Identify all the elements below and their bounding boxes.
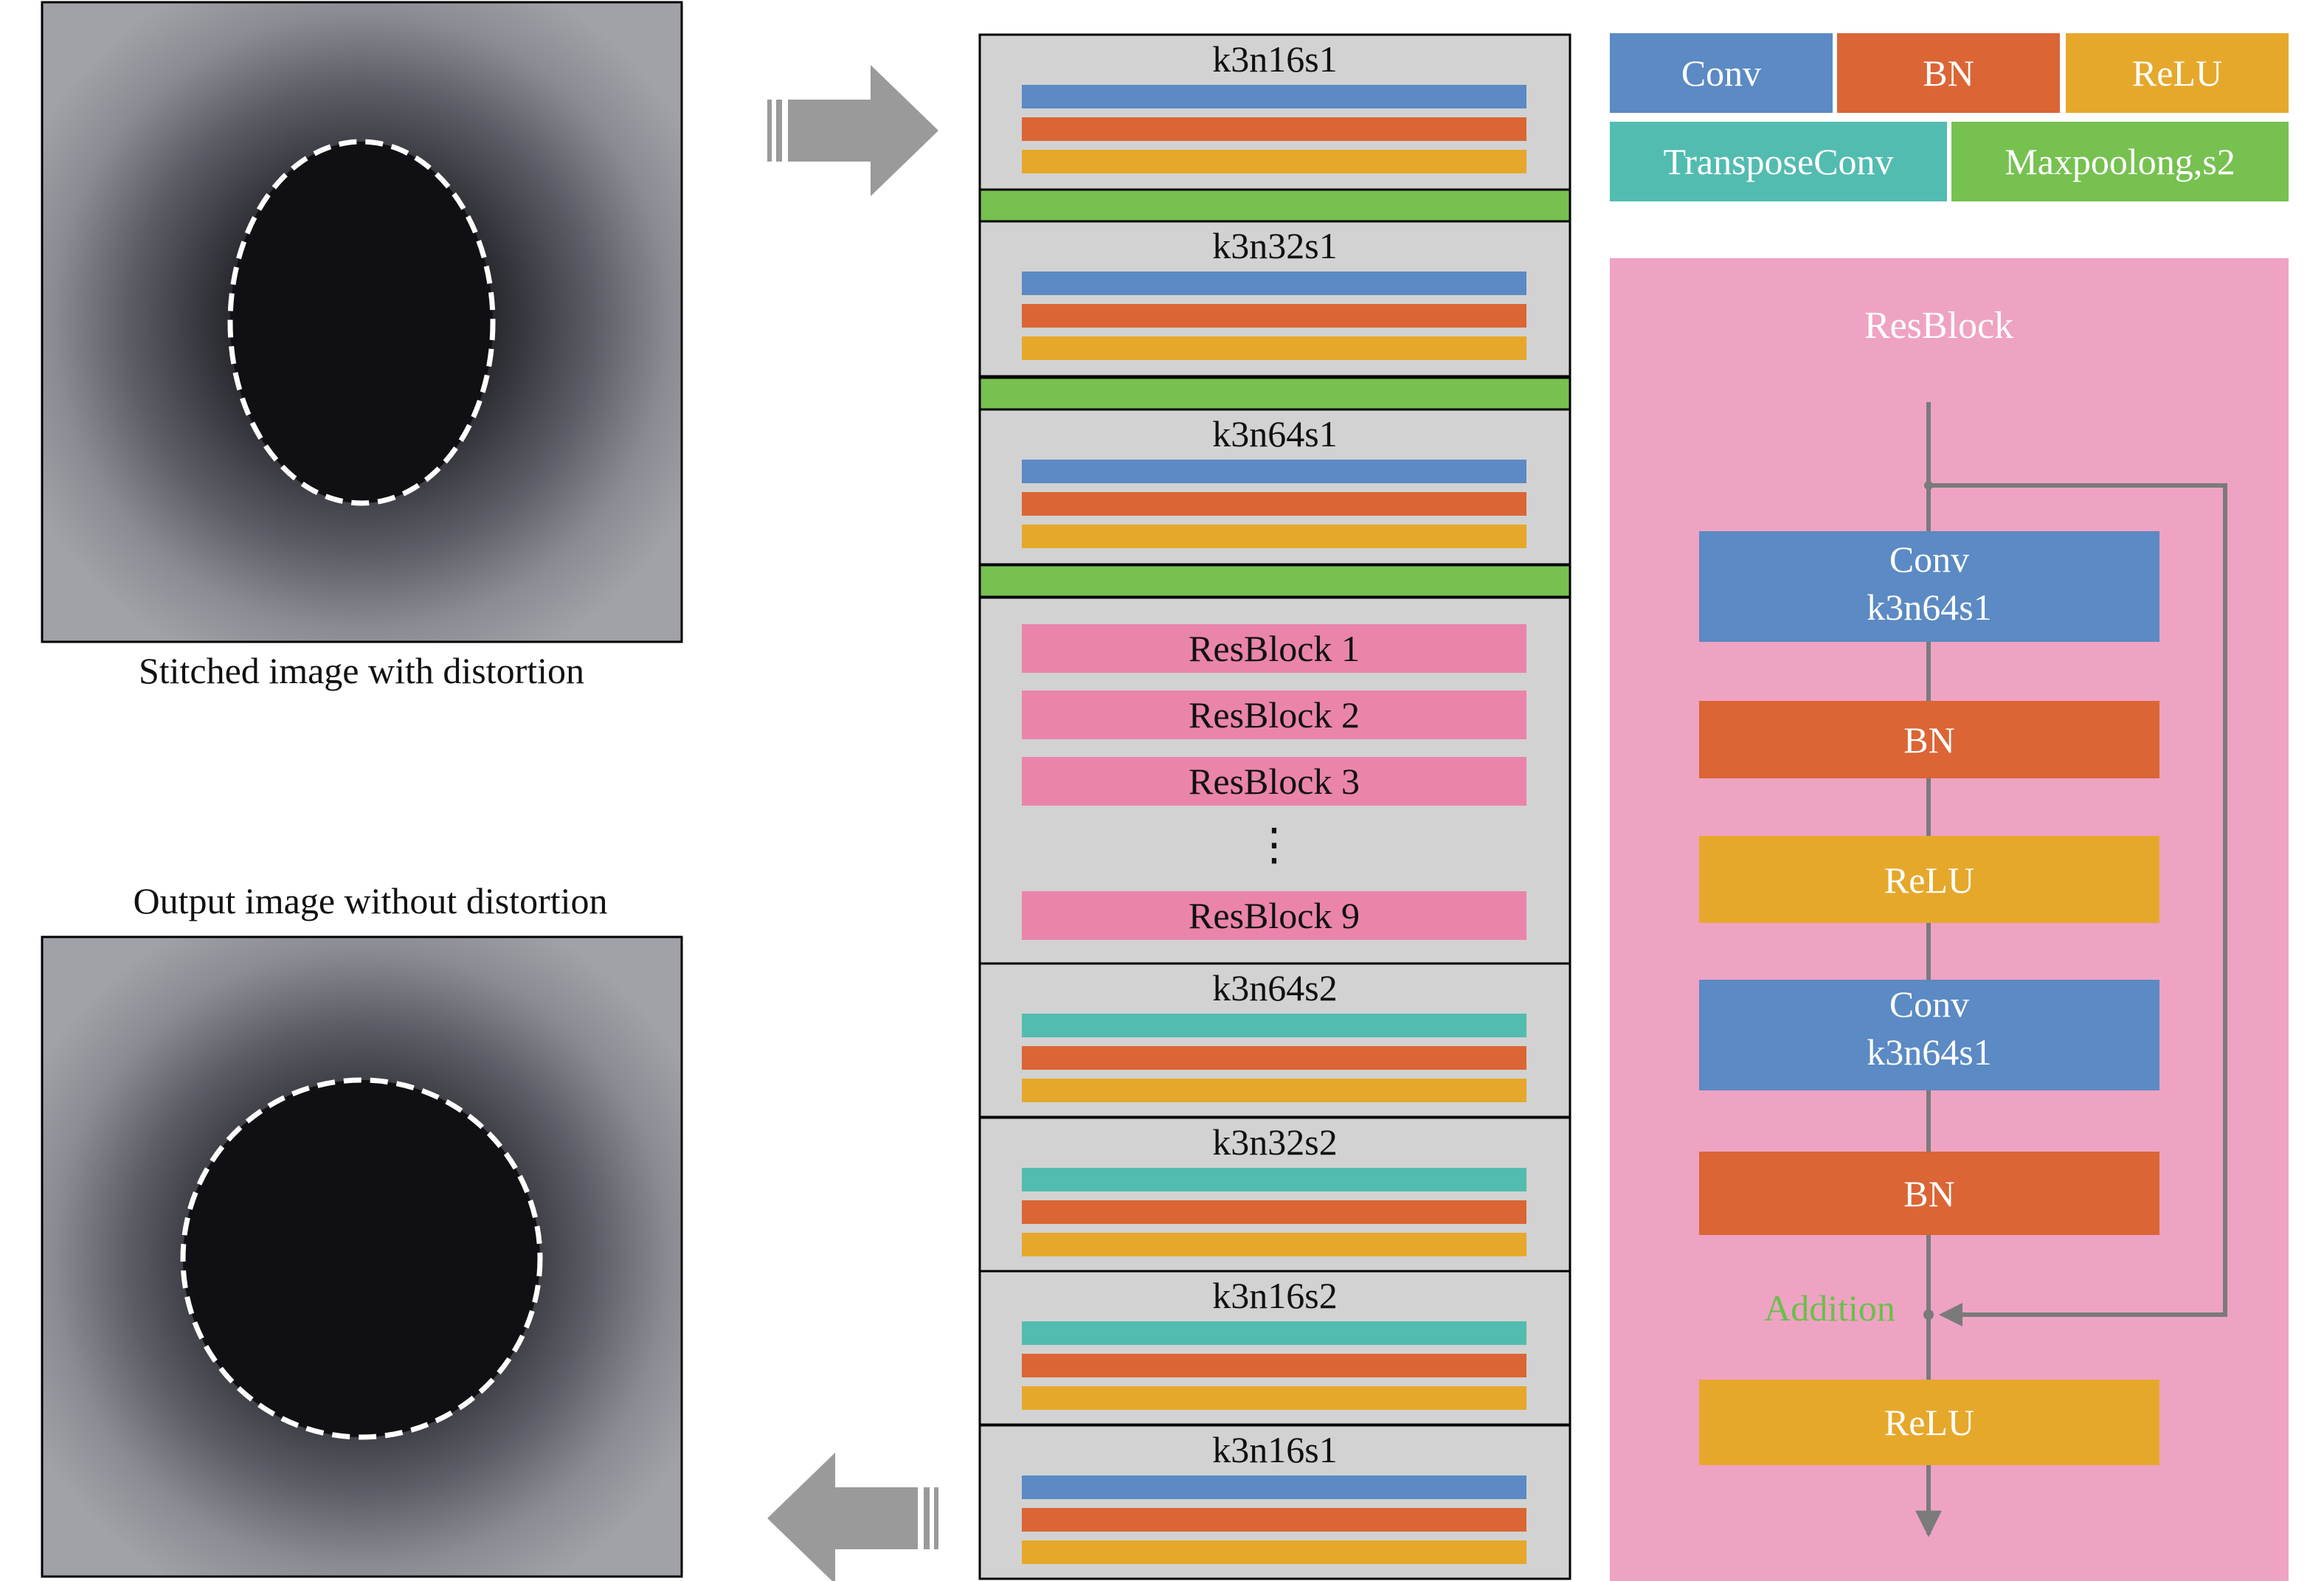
decoder-block-4-layer-conv (1022, 1476, 1526, 1499)
decoder-block-3-label: k3n16s2 (1212, 1275, 1337, 1316)
corrected-boundary-circle (180, 1077, 543, 1440)
output-image-caption: Output image without distortion (133, 880, 607, 921)
resblock-item-2 (1022, 691, 1526, 739)
resblock-item-4 (1022, 891, 1526, 940)
encoder-block-1-layer-conv (1022, 85, 1526, 108)
resblock-relu2 (1699, 1380, 2159, 1465)
encoder-block-2-layer-conv (1022, 271, 1526, 295)
encoder-block-2-layer-relu (1022, 336, 1526, 360)
resblock-item-1 (1022, 624, 1526, 673)
decoder-block-1-layer-bn (1022, 1046, 1526, 1070)
decoder-block-3-layer-bn (1022, 1354, 1526, 1377)
decoder-block-4-label: k3n16s1 (1212, 1429, 1337, 1470)
encoder-block-2: k3n32s1 (978, 220, 1571, 378)
legend-label-relu: ReLU (2132, 52, 2222, 94)
decoder-block-4-layer-relu (1022, 1540, 1526, 1564)
encoder-block-1: k3n16s1 (978, 33, 1571, 191)
legend-swatch-transpose-conv (1610, 122, 1947, 201)
legend-label-bn: BN (1923, 52, 1974, 94)
decoder-block-1-layer-relu (1022, 1079, 1526, 1102)
decoder-block-2-label: k3n32s2 (1212, 1121, 1337, 1163)
legend-swatch-conv (1610, 33, 1833, 113)
resblock-bn1-label: BN (1903, 719, 1954, 761)
resblock-bn2 (1699, 1152, 2159, 1235)
input-arrow (767, 65, 938, 196)
output-arrow (767, 1453, 938, 1581)
output-image (41, 935, 683, 1578)
maxpool-strip-1 (978, 188, 1571, 223)
encoder-block-3: k3n64s1 (978, 408, 1571, 566)
legend: Conv BN ReLU TransposeConv Maxpoolong,s2 (1610, 33, 2289, 201)
resblock-item-label-4: ResBlock 9 (1189, 895, 1360, 936)
encoder-block-3-layer-bn (1022, 492, 1526, 516)
resblock-relu2-label: ReLU (1884, 1402, 1974, 1443)
decoder-block-2: k3n32s2 (978, 1116, 1571, 1273)
legend-swatch-relu (2066, 33, 2289, 113)
addition-label: Addition (1764, 1287, 1895, 1329)
skip-connection-line (1929, 483, 2227, 1317)
legend-label-conv: Conv (1681, 52, 1761, 94)
maxpool-strip-2 (978, 376, 1571, 411)
decoder-block-1-layer-transpose-conv (1022, 1014, 1526, 1037)
resblock-item-label-3: ResBlock 3 (1189, 761, 1360, 802)
split-point (1924, 481, 1933, 490)
resblock-item-label-1: ResBlock 1 (1189, 628, 1360, 669)
resblock-conv2-label: Conv (1889, 983, 1969, 1025)
decoder-block-1-label: k3n64s2 (1212, 967, 1337, 1009)
resblock-conv2-params: k3n64s1 (1867, 1031, 1991, 1073)
resblock-item-label-2: ResBlock 2 (1189, 694, 1360, 736)
legend-swatch-bn (1837, 33, 2060, 113)
decoder-block-4: k3n16s1 (978, 1424, 1571, 1580)
resblock-conv2 (1699, 980, 2159, 1090)
resblock-relu1 (1699, 836, 2159, 923)
legend-label-maxpool: Maxpoolong,s2 (2005, 141, 2235, 182)
encoder-block-3-layer-relu (1022, 525, 1526, 548)
decoder-block-3: k3n16s2 (978, 1270, 1571, 1426)
resblock-ellipsis: ⋮ (1252, 820, 1296, 869)
input-image-caption: Stitched image with distortion (139, 650, 584, 691)
encoder-block-1-layer-bn (1022, 117, 1526, 141)
legend-label-transpose-conv: TransposeConv (1663, 141, 1893, 182)
resblock-conv1-label: Conv (1889, 539, 1969, 580)
decoder-block-3-layer-transpose-conv (1022, 1321, 1526, 1345)
skip-arrowhead (1939, 1303, 1962, 1326)
resblock-conv1-params: k3n64s1 (1867, 587, 1991, 628)
encoder-block-3-label: k3n64s1 (1212, 413, 1337, 454)
resblock-bn2-label: BN (1903, 1173, 1954, 1214)
resblock-bn1 (1699, 701, 2159, 778)
resblock-item-3 (1022, 757, 1526, 806)
encoder-block-2-label: k3n32s1 (1212, 225, 1337, 266)
legend-swatch-maxpool (1951, 122, 2289, 201)
distortion-boundary-ellipse (227, 139, 496, 506)
resblock-detail-panel: ResBlock Conv k3n64s1 BN ReLU Conv k3n64… (1610, 258, 2289, 1581)
encoder-block-3-layer-conv (1022, 460, 1526, 483)
resblock-stack: ResBlock 1 ResBlock 2 ResBlock 3 ResBlock 9… (978, 596, 1571, 965)
encoder-block-2-layer-bn (1022, 304, 1526, 328)
decoder-block-4-layer-bn (1022, 1508, 1526, 1532)
decoder-block-2-layer-bn (1022, 1200, 1526, 1224)
input-image (41, 1, 683, 643)
addition-point (1923, 1310, 1934, 1320)
maxpool-strip-3 (978, 564, 1571, 598)
decoder-block-2-layer-transpose-conv (1022, 1168, 1526, 1191)
resblock-conv1 (1699, 531, 2159, 642)
decoder-block-2-layer-relu (1022, 1233, 1526, 1256)
encoder-block-1-label: k3n16s1 (1212, 38, 1337, 80)
resblock-panel-title: ResBlock (1864, 305, 2013, 347)
resblock-relu1-label: ReLU (1884, 859, 1974, 901)
decoder-block-1: k3n64s2 (978, 962, 1571, 1118)
encoder-block-1-layer-relu (1022, 150, 1526, 173)
decoder-block-3-layer-relu (1022, 1386, 1526, 1410)
